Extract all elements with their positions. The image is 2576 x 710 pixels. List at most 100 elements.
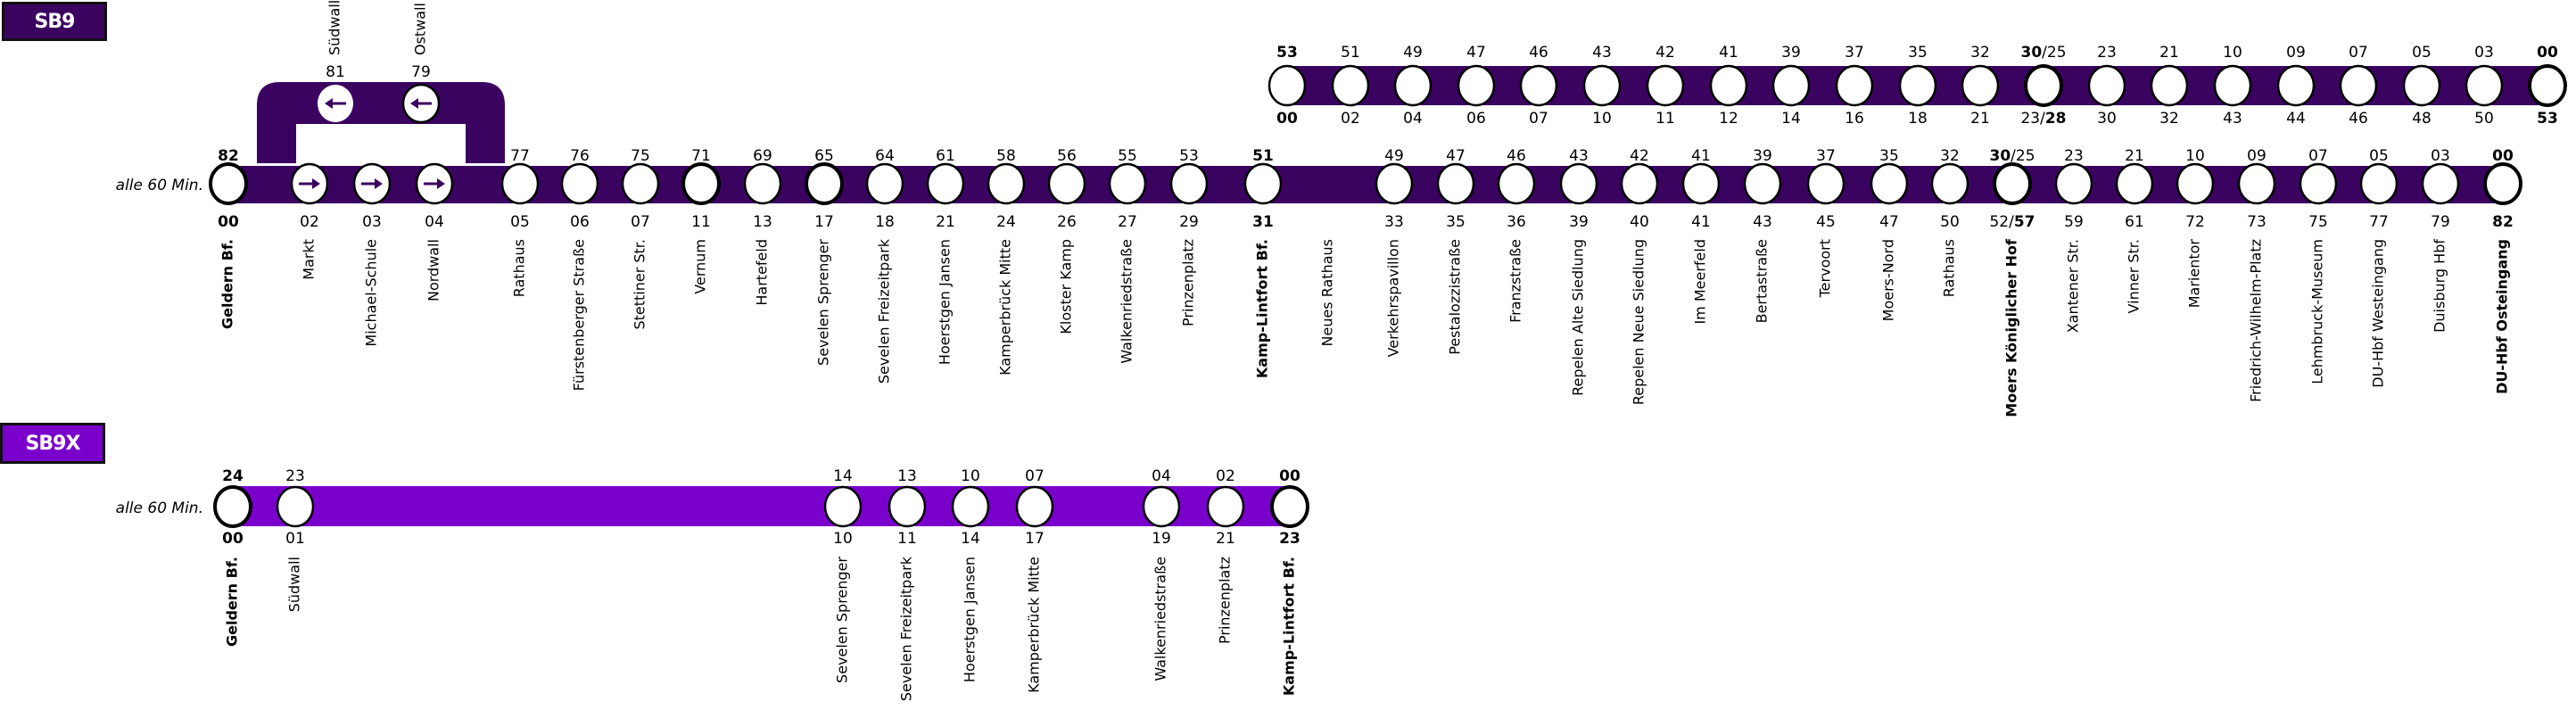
departure-time: 05 bbox=[2412, 44, 2432, 62]
arrival-time: 14 bbox=[1781, 110, 1801, 128]
branch-stop-circle bbox=[2150, 64, 2189, 107]
branch-stop-circle bbox=[2402, 64, 2441, 107]
arrival-time: 36 bbox=[1507, 213, 1526, 231]
arrival-time: 02 bbox=[1341, 110, 1360, 128]
stop-name: Duisburg Hbf bbox=[2432, 239, 2448, 333]
departure-time: 03 bbox=[2431, 147, 2450, 165]
stop-name: Sevelen Freizeitpark bbox=[898, 556, 915, 701]
stop-name: Geldern Bf. bbox=[224, 557, 241, 647]
stop-circle bbox=[213, 485, 252, 528]
arrival-time: 73 bbox=[2247, 213, 2266, 231]
departure-time: 30/25 bbox=[2020, 44, 2066, 62]
stop-name: Xantener Str. bbox=[2065, 239, 2082, 333]
stop-name: Prinzenplatz bbox=[1217, 557, 1234, 644]
stop-circle bbox=[500, 162, 540, 205]
branch-stop-circle bbox=[2213, 64, 2252, 107]
stop-name: Kamperbrück Mitte bbox=[997, 239, 1014, 376]
departure-time: 64 bbox=[875, 147, 895, 165]
stop-name: Kamperbrück Mitte bbox=[1026, 557, 1043, 693]
departure-time: 43 bbox=[1592, 44, 1612, 62]
stop-name: Tervoort bbox=[1817, 239, 1834, 298]
departure-time: 42 bbox=[1655, 44, 1675, 62]
departure-time: 07 bbox=[2349, 44, 2368, 62]
branch-stop-circle bbox=[1709, 64, 1748, 107]
stop-circle bbox=[1142, 485, 1181, 528]
departure-time: 51 bbox=[1341, 44, 1360, 62]
arrival-time: 48 bbox=[2412, 110, 2432, 128]
stop-circle bbox=[2115, 162, 2154, 205]
arrival-time: 05 bbox=[510, 213, 530, 231]
branch-stop-circle bbox=[1835, 64, 1874, 107]
arrival-time: 40 bbox=[1630, 213, 1649, 231]
departure-time: 79 bbox=[411, 63, 431, 81]
departure-time: 55 bbox=[1118, 147, 1137, 165]
stop-circle bbox=[1270, 485, 1309, 528]
arrival-time: 21 bbox=[1216, 530, 1235, 548]
departure-time: 32 bbox=[1940, 147, 1960, 165]
departure-time: 76 bbox=[570, 147, 590, 165]
stop-name: Vinner Str. bbox=[2126, 239, 2143, 313]
arrival-time: 16 bbox=[1845, 110, 1864, 128]
stop-circle bbox=[805, 162, 844, 205]
arrow-right-icon bbox=[424, 178, 445, 189]
stop-name: Kamp-Lintfort Bf. bbox=[1281, 557, 1298, 696]
stop-circle bbox=[560, 162, 599, 205]
stop-name: Stettiner Str. bbox=[632, 239, 648, 330]
stop-name: Vernum bbox=[692, 239, 709, 294]
stop-name: Rathaus bbox=[511, 239, 528, 297]
stop-name: DU-Hbf Osteingang bbox=[2494, 239, 2511, 394]
arrival-time: 82 bbox=[2492, 213, 2514, 231]
departure-time: 02 bbox=[1216, 467, 1235, 485]
time-part: 28 bbox=[2045, 110, 2067, 128]
arrival-time: 00 bbox=[1276, 110, 1298, 128]
arrival-time: 07 bbox=[1529, 110, 1548, 128]
stop-circle bbox=[2299, 162, 2338, 205]
arrival-time: 39 bbox=[1569, 213, 1589, 231]
departure-time: 23 bbox=[285, 467, 305, 485]
time-part: /25 bbox=[2010, 147, 2035, 165]
departure-time: 07 bbox=[1025, 467, 1044, 485]
arrival-time: 14 bbox=[961, 530, 980, 548]
stop-name: Neues Rathaus bbox=[1319, 239, 1336, 346]
branch-stop-circle bbox=[1331, 64, 1370, 107]
arrival-time: 21 bbox=[1970, 110, 1990, 128]
departure-time: 81 bbox=[326, 63, 345, 81]
departure-time: 35 bbox=[1879, 147, 1899, 165]
stop-circle bbox=[1559, 162, 1598, 205]
stop-circle bbox=[1993, 162, 2032, 205]
arrival-time: 27 bbox=[1118, 213, 1137, 231]
arrival-time: 11 bbox=[1655, 110, 1675, 128]
departure-time: 39 bbox=[1753, 147, 1772, 165]
stop-circle bbox=[1681, 162, 1721, 205]
stop-name: Hoerstgen Jansen bbox=[937, 239, 954, 365]
stop-circle bbox=[1375, 162, 1414, 205]
arrival-time: 18 bbox=[875, 213, 895, 231]
stop-circle bbox=[1243, 162, 1283, 205]
arrival-time: 24 bbox=[996, 213, 1016, 231]
branch-stop-circle bbox=[1898, 64, 1937, 107]
stop-circle bbox=[1108, 162, 1147, 205]
stop-name: Repelen Alte Siedlung bbox=[1570, 239, 1587, 396]
stop-name: Ostwall bbox=[412, 3, 429, 55]
stop-name: Geldern Bf. bbox=[219, 239, 236, 329]
stop-circle bbox=[1015, 485, 1054, 528]
stop-name: Nordwall bbox=[425, 239, 442, 301]
arrival-time: 23/28 bbox=[2020, 110, 2066, 128]
departure-time: 07 bbox=[2308, 147, 2328, 165]
stop-circle bbox=[926, 162, 965, 205]
stop-circle bbox=[621, 162, 660, 205]
arrival-time: 00 bbox=[218, 213, 239, 231]
frequency-label-sb9x: alle 60 Min. bbox=[116, 499, 203, 517]
departure-time: 09 bbox=[2286, 44, 2306, 62]
arrival-time: 26 bbox=[1057, 213, 1077, 231]
departure-time: 41 bbox=[1691, 147, 1711, 165]
departure-time: 00 bbox=[1279, 467, 1300, 485]
departure-time: 21 bbox=[2125, 147, 2144, 165]
stop-circle bbox=[209, 162, 248, 205]
arrival-time: 41 bbox=[1691, 213, 1711, 231]
branch-stop-circle bbox=[2465, 64, 2504, 107]
departure-time: 69 bbox=[753, 147, 772, 165]
arrival-time: 06 bbox=[1466, 110, 1486, 128]
departure-time: 65 bbox=[814, 147, 834, 165]
